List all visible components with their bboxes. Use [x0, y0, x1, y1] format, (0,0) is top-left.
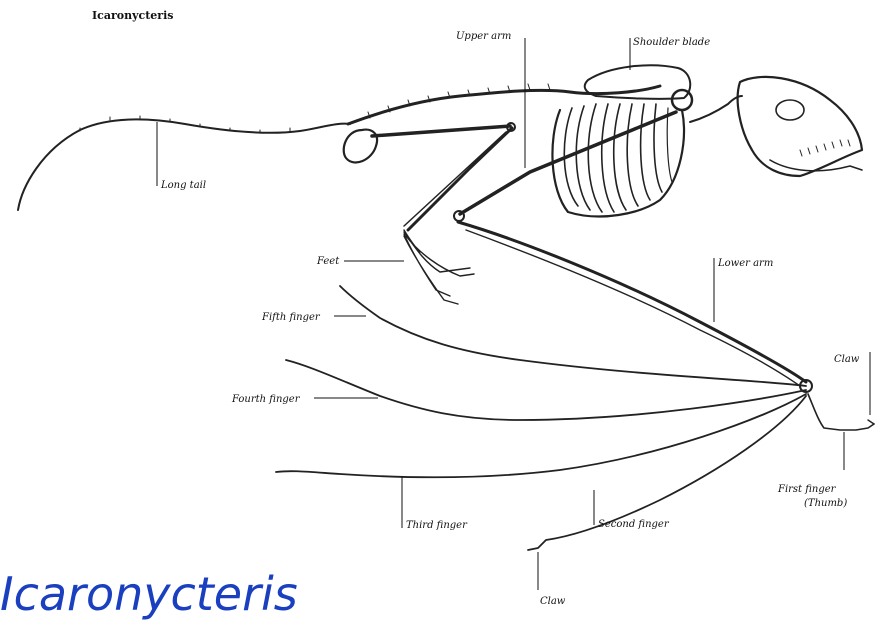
claw-right-tip [868, 420, 874, 424]
label-fourth-finger: Fourth finger [231, 394, 301, 405]
spine [348, 86, 660, 124]
label-first-finger-line1: First finger [777, 484, 837, 495]
label-long-tail: Long tail [160, 180, 206, 191]
third-finger-bone [276, 394, 806, 477]
page-title: Icaronycteris [0, 571, 298, 617]
neck-vertebrae [690, 96, 742, 122]
bat-skeleton-diagram: Icaronycteris [0, 0, 875, 606]
label-fifth-finger: Fifth finger [261, 312, 321, 323]
femur [372, 126, 510, 136]
skeleton-drawing [18, 65, 874, 550]
teeth [800, 140, 850, 156]
elbow-joint [454, 211, 464, 221]
ulna [466, 230, 800, 386]
foot-bones [404, 230, 474, 304]
skull [738, 77, 862, 176]
label-upper-arm: Upper arm [456, 31, 511, 42]
thumb-bone [808, 394, 874, 430]
label-feet: Feet [316, 256, 340, 267]
label-lower-arm: Lower arm [717, 258, 773, 269]
tail-bone [18, 119, 350, 210]
label-second-finger: Second finger [598, 519, 670, 530]
diagram-header-title: Icaronycteris [92, 9, 173, 22]
label-first-finger-line2: (Thumb) [804, 498, 847, 509]
fourth-finger-bone [286, 360, 806, 420]
shoulder-joint [672, 90, 692, 110]
labels: Upper arm Shoulder blade Long tail Feet … [160, 31, 860, 606]
rib-cage [552, 104, 684, 216]
label-shoulder-blade: Shoulder blade [633, 37, 710, 48]
label-claw-right: Claw [834, 354, 860, 365]
spine-processes [368, 84, 550, 118]
label-claw-bottom: Claw [540, 596, 566, 606]
fifth-finger-bone [340, 286, 806, 386]
label-third-finger: Third finger [406, 520, 468, 531]
eye-socket [776, 100, 804, 120]
